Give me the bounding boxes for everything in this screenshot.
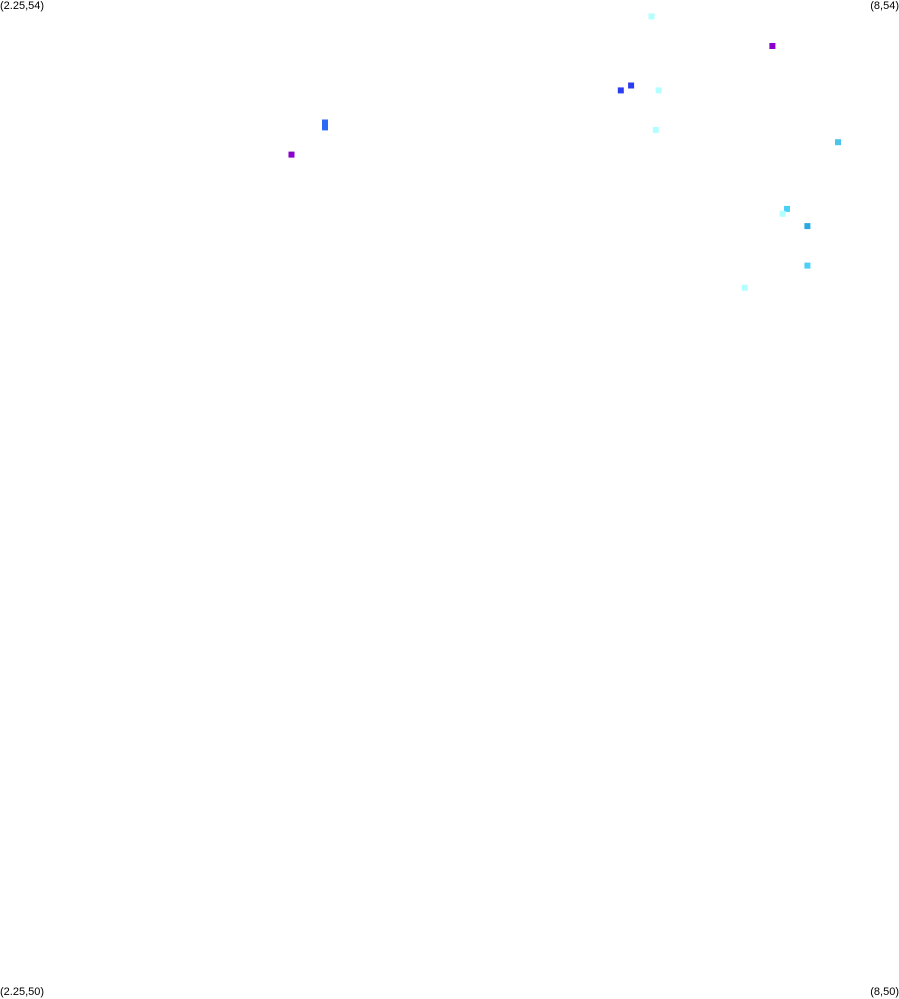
scatter-point-7 <box>322 124 328 131</box>
corner-label-bottom-right: (8,50) <box>870 986 899 998</box>
scatter-point-2 <box>769 43 776 49</box>
scatter-point-10 <box>288 151 295 158</box>
scatter-point-3 <box>628 82 635 89</box>
scatter-point-15 <box>741 284 748 291</box>
corner-label-top-left: (2.25,54) <box>0 0 45 12</box>
scatter-point-11 <box>784 205 790 212</box>
scatter-point-9 <box>835 139 841 146</box>
scatter-point-1 <box>648 13 655 20</box>
scatter-point-8 <box>652 126 659 133</box>
corner-label-top-right: (8,54) <box>870 0 899 12</box>
scatter-point-5 <box>655 87 662 94</box>
scatter-point-6 <box>322 119 328 126</box>
scatter-point-13 <box>804 223 811 230</box>
scatter-point-12 <box>779 210 786 217</box>
scatter-point-4 <box>617 87 624 94</box>
scatter-point-14 <box>804 262 811 269</box>
corner-label-bottom-left: (2.25,50) <box>0 986 45 998</box>
